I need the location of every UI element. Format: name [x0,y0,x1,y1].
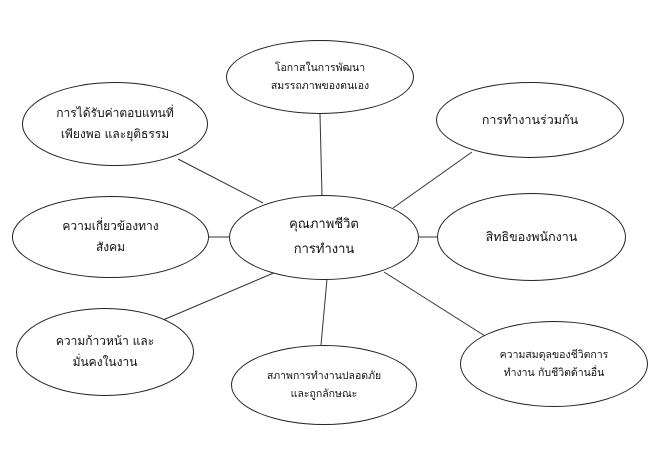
link-progress [162,271,277,321]
node-label-line-2: สังคม [95,240,126,254]
node-label-line-1: การทำงานร่วมกัน [481,112,579,128]
node-employee-rights: สิทธิของพนักงาน [437,193,626,281]
node-label-line-2: มั่นคงในงาน [72,355,138,369]
node-label-line-1: ความก้าวหน้า และ [55,334,155,348]
center-node-quality-of-work-life: คุณภาพชีวิต การทำงาน [229,195,419,280]
link-development [319,113,323,197]
link-teamwork [392,151,473,209]
link-balance [383,271,486,337]
link-safety [320,278,328,346]
node-label-line-2: และถูกลักษณะ [290,388,358,400]
node-label-line-1: สภาพการทำงานปลอดภัย [266,369,382,382]
node-label-line-1: สิทธิของพนักงาน [485,229,578,245]
node-label-line-1: การได้รับค่าตอบแทนที่ [56,106,174,120]
node-safe-work-conditions: สภาพการทำงานปลอดภัย และถูกลักษณะ [231,345,417,425]
center-label-line-2: การทำงาน [293,241,355,257]
center-label-line-1: คุณภาพชีวิต [289,217,359,233]
node-social-relevance: ความเกี่ยวข้องทาง สังคม [12,196,209,278]
node-label-line-2: เพียงพอ และยุติธรรม [60,127,170,141]
link-compensation [177,158,264,204]
node-label-line-1: ความสมดุลของชีวิตการ [499,348,609,361]
node-label-line-2: ทำงาน กับชีวิตด้านอื่น [503,367,605,379]
node-label-line-1: โอกาสในการพัฒนา [274,61,366,74]
node-label-line-2: สมรรถภาพของตนเอง [270,80,370,92]
node-teamwork: การทำงานร่วมกัน [436,82,624,158]
node-self-development: โอกาสในการพัฒนา สมรรถภาพของตนเอง [226,40,414,114]
node-work-life-balance: ความสมดุลของชีวิตการ ทำงาน กับชีวิตด้านอ… [460,321,648,407]
node-career-progress: ความก้าวหน้า และ มั่นคงในงาน [16,308,194,396]
node-label-line-1: ความเกี่ยวข้องทาง [62,219,159,233]
node-fair-compensation: การได้รับค่าตอบแทนที่ เพียงพอ และยุติธรร… [22,82,208,166]
